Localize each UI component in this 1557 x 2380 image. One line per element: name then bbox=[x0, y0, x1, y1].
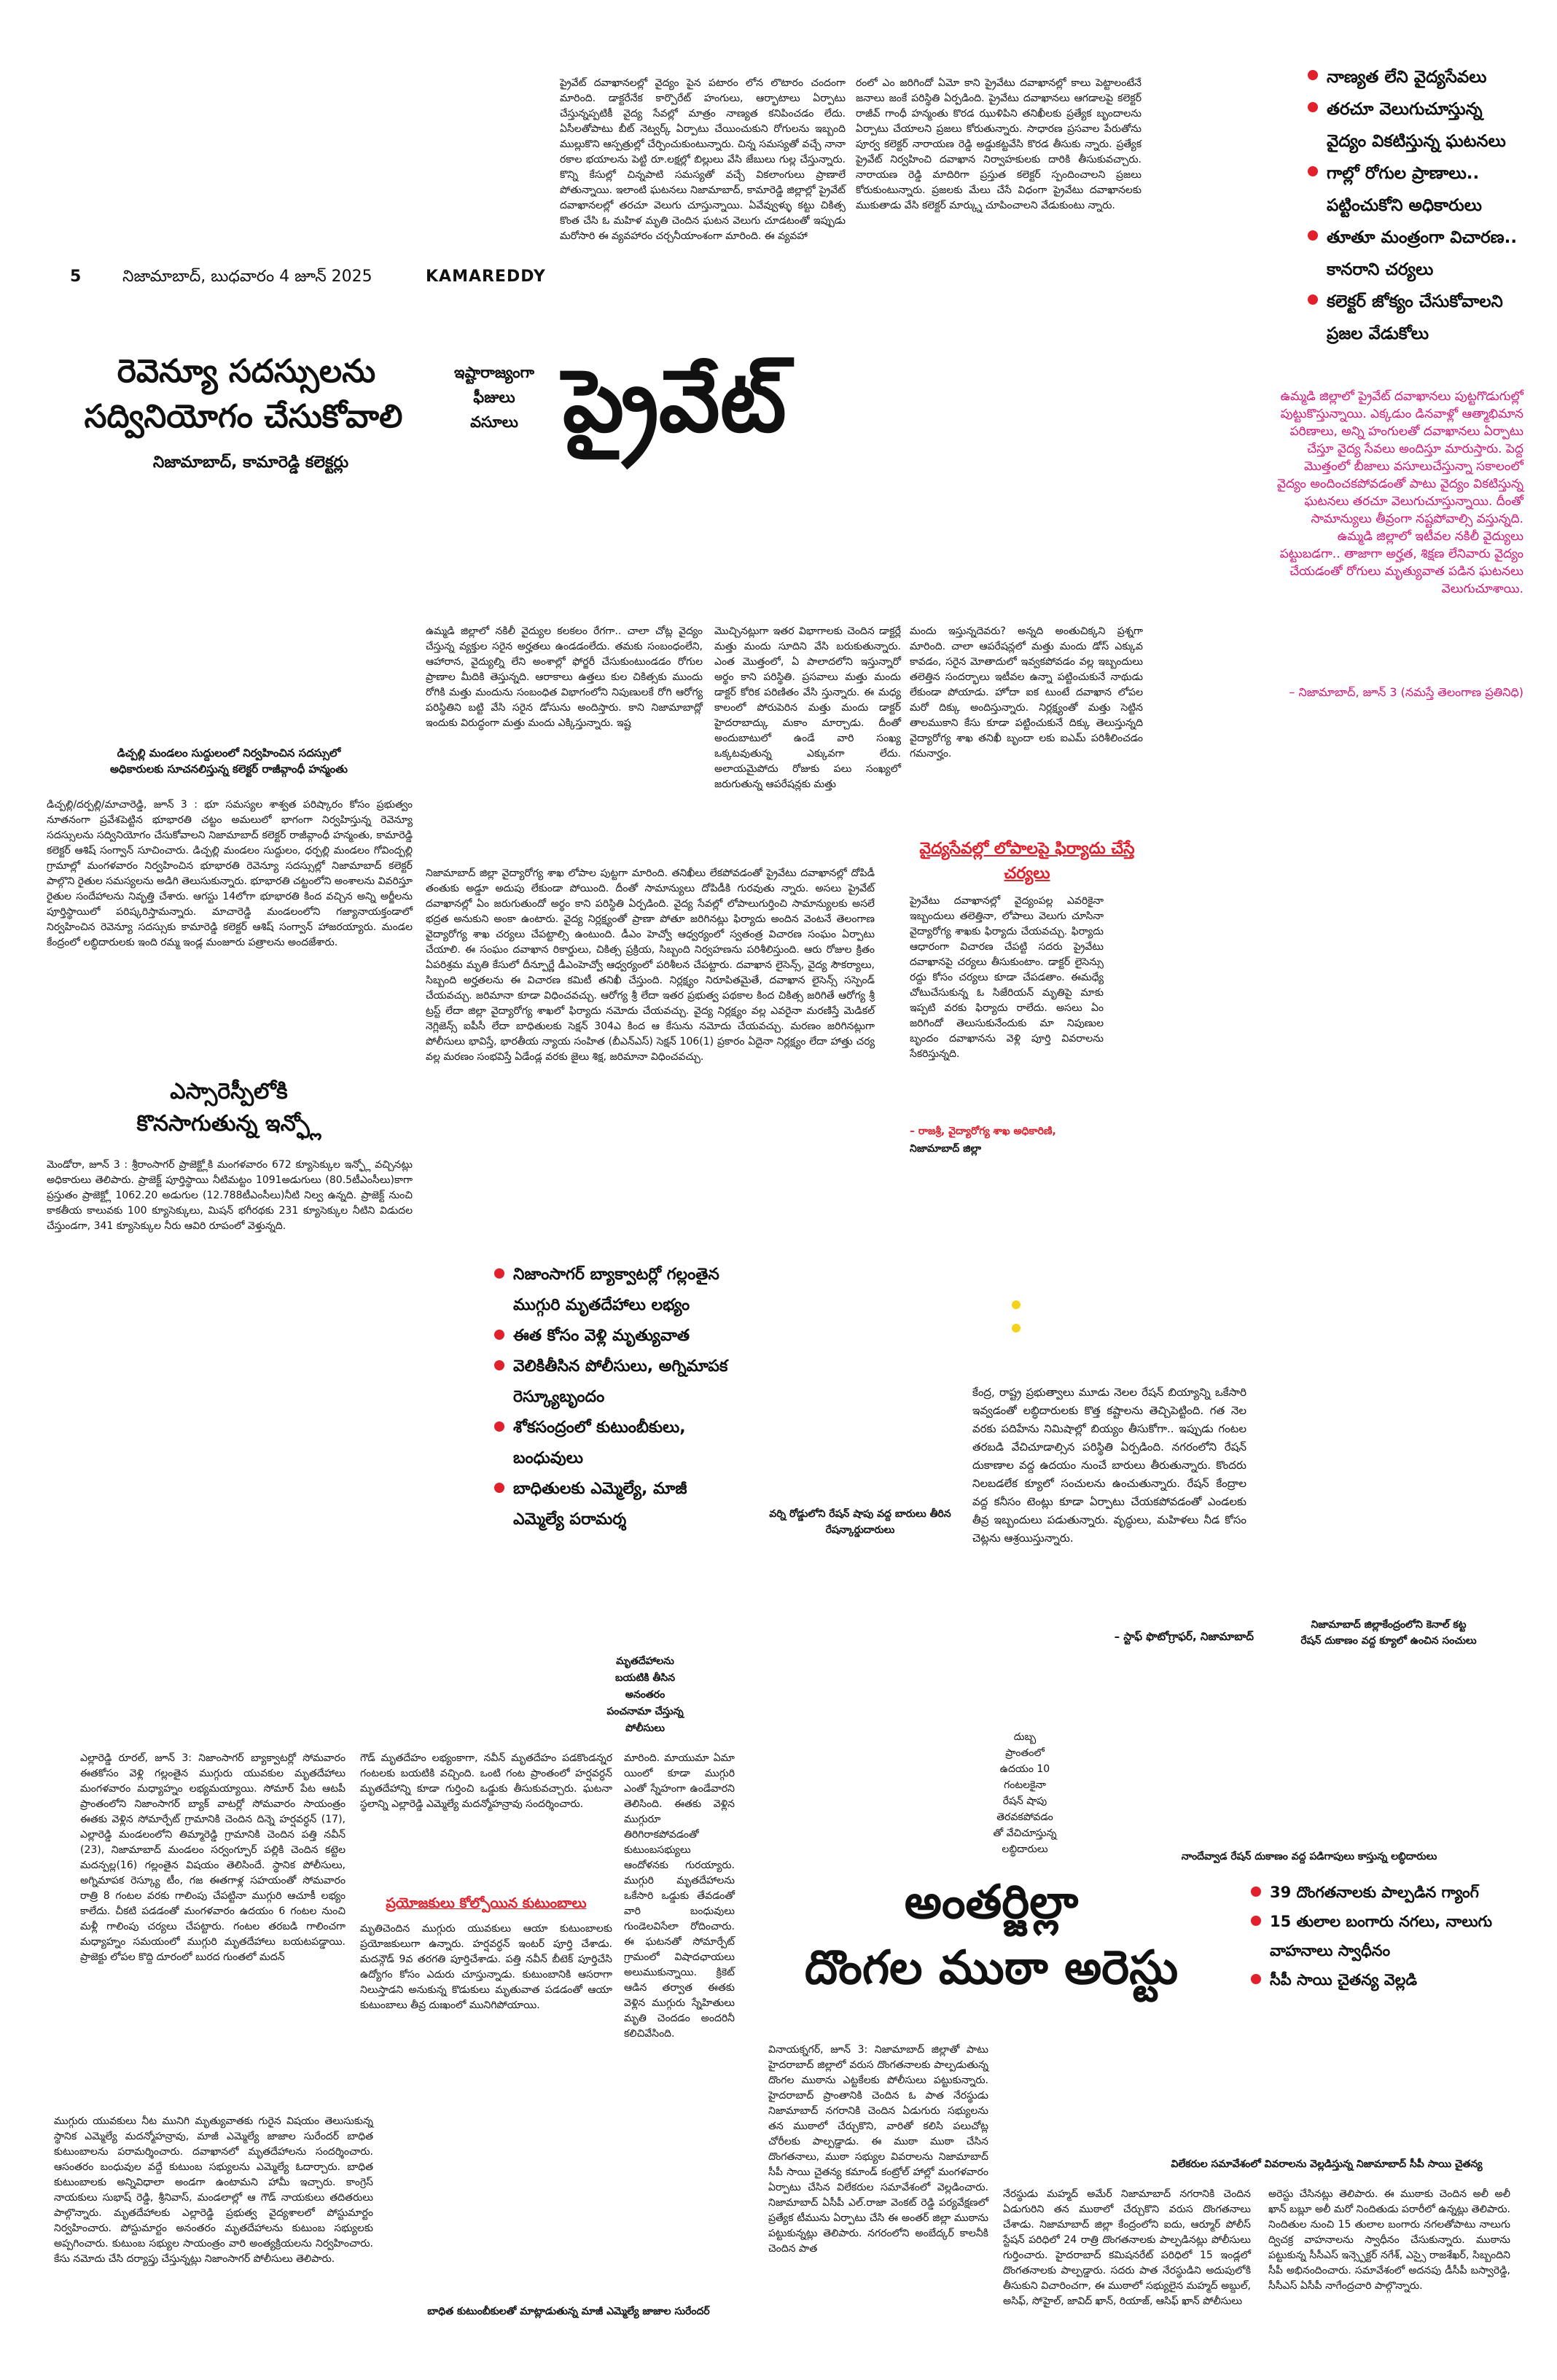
caption-line: పోలీసులు bbox=[625, 1722, 665, 1734]
nizamsagar-bullet: ఈత కోసం వెళ్లి మృత్యువాత bbox=[491, 1321, 732, 1351]
ration-right-caption: నిజామాబాద్ జిల్లాకేంద్రంలోని కెనాల్ కట్ట… bbox=[1254, 1617, 1523, 1649]
quote-name: – రాజశ్రీ, వైద్యారోగ్య శాఖ అధికారిణి, bbox=[910, 1125, 1056, 1137]
caption-line: పంచనామా చేస్తున్న bbox=[606, 1706, 684, 1717]
sidebar-bullet: తూతూ మంత్రంగా విచారణ.. కానరాని చర్యలు bbox=[1305, 222, 1521, 286]
thieves-bullet: 15 తులాల బంగారు నగలు, నాలుగు వాహనాలు స్వ… bbox=[1248, 1907, 1525, 1965]
srsp-headline-line-2: కొనసాగుతున్న ఇన్ఫ్లో bbox=[136, 1111, 321, 1136]
nizamsagar-subhead: ప్రయోజకులు కోల్పోయిన కుటుంబాలు bbox=[386, 1895, 587, 1911]
private-body-mid-1: ఉమ్మడి జిల్లాలో నకిలీ వైద్యుల కలకలం రేగగ… bbox=[426, 625, 706, 729]
ration-credit: – స్టాఫ్ ఫొటోగ్రాఫర్, నిజామాబాద్ bbox=[1114, 1630, 1254, 1643]
caption-line: ఉదయం 10 bbox=[999, 1763, 1050, 1775]
quote-attribution: – రాజశ్రీ, వైద్యారోగ్య శాఖ అధికారిణి, ని… bbox=[910, 1123, 1143, 1158]
nanded-caption: నాందేవ్వాడ రేషన్ దుకాణం వద్ద పడిగాపులు క… bbox=[1181, 1851, 1437, 1862]
private-sidebar-bullets: నాణ్యత లేని వైద్యసేవలు తరచూ వెలుగుచూస్తు… bbox=[1305, 61, 1521, 350]
nizamsagar-bullets: నిజాంసాగర్ బ్యాక్వాటర్లో గల్లంతైన ముగ్గు… bbox=[491, 1260, 732, 1535]
caption-line: అనంతరం bbox=[625, 1689, 666, 1701]
caption-line: లబ్ధిదారులు bbox=[1002, 1843, 1048, 1855]
kicker-line: వసూలు bbox=[470, 413, 518, 431]
srsp-headline-line-1: ఎస్సారెస్పీలోకి bbox=[170, 1079, 288, 1104]
private-kicker: ఇష్టారాజ్యంగా ఫీజులు వసూలు bbox=[436, 360, 553, 434]
caption-line: రేషన్కార్డుదారులు bbox=[825, 1524, 895, 1536]
ration-left-caption: వర్ని రోడ్డులోని రేషన్ షాపు వద్ద బారులు … bbox=[722, 1506, 999, 1538]
private-body-mid-3: మందు ఇస్తున్నదెవరు? అన్నది అంతుచిక్కని ప… bbox=[910, 625, 1147, 760]
private-sidebar-summary: ఉమ్మడి జిల్లాలో ప్రైవేట్ దవాఖానలు పుట్టగ… bbox=[1276, 389, 1523, 596]
page-number: 5 bbox=[70, 268, 82, 286]
edition-label: KAMAREDDY bbox=[426, 268, 546, 286]
caption-line: అధికారులకు సూచనలిస్తున్న కలెక్టర్ రాజీవ్… bbox=[110, 762, 348, 776]
nizamsagar-photo-caption: మృతదేహాలను బయటికి తీసిన అనంతరం పంచనామా చ… bbox=[576, 1653, 714, 1737]
sidebar-bullet: కలెక్టర్ జోక్యం చేసుకోవాలని ప్రజల వేడుకో… bbox=[1305, 286, 1521, 350]
decor-dot bbox=[1012, 1300, 1021, 1309]
private-body-top-2: రంలో ఎం జరిగిందో ఏమో కాని ప్రైవేటు దవాఖా… bbox=[856, 77, 1145, 211]
caption-line: బయటికి తీసిన bbox=[614, 1672, 676, 1684]
thieves-headline-line-1: అంతర్జిల్లా bbox=[904, 1876, 1079, 1930]
sidebar-bullet: నాణ్యత లేని వైద్యసేవలు bbox=[1305, 61, 1521, 93]
thieves-body-1: వినాయక్నగర్, జూన్ 3: నిజామాబాద్ జిల్లాతో… bbox=[768, 2044, 992, 2255]
revenue-headline-line-1: రెవెన్యూ సదస్సులను bbox=[117, 353, 376, 390]
thieves-bullet: సీపీ సాయి చైతన్య వెల్లడి bbox=[1248, 1965, 1525, 1994]
nizamsagar-bullet: శోకసంద్రంలో కుటుంబీకులు, బంధువులు bbox=[491, 1413, 732, 1474]
caption-line: డిచ్పల్లి మండలం సుద్దులంలో నిర్వహించిన స… bbox=[117, 746, 341, 760]
srsp-body: మెండోరా, జూన్ 3 : శ్రీరాంసాగర్ ప్రాజెక్ట… bbox=[47, 1159, 416, 1232]
nizamsagar-bullet: నిజాంసాగర్ బ్యాక్వాటర్లో గల్లంతైన ముగ్గు… bbox=[491, 1260, 732, 1321]
nizamsagar-bullet: వెలికితీసిన పోలీసులు, అగ్నిమాపక రెస్క్యూ… bbox=[491, 1351, 732, 1413]
revenue-photo-caption: డిచ్పల్లి మండలం సుద్దులంలో నిర్వహించిన స… bbox=[47, 745, 411, 777]
revenue-headline-line-2: సద్వినియోగం చేసుకోవాలి bbox=[84, 398, 403, 435]
private-body-mid-2: మొచ్చినట్లుగా ఇతర విభాగాలకు చెందిన డాక్ట… bbox=[714, 625, 905, 790]
sidebar-bullet: తరచూ వెలుగుచూస్తున్న వైద్యం వికటిస్తున్న… bbox=[1305, 93, 1521, 157]
nizamsagar-body-2: గౌడ్ మృతదేహం లభ్యంకాగా, నవీన్ మృతదేహం పడ… bbox=[360, 1752, 616, 1810]
private-subhead: వైద్యసేవల్లో లోపాలపై ఫిర్యాదు చేస్తే చర్… bbox=[919, 840, 1135, 883]
nizamsagar-bullet: బాధితులకు ఎమ్మెల్యే, మాజీ ఎమ్మెల్యే పరామ… bbox=[491, 1474, 732, 1535]
caption-line: వర్ని రోడ్డులోని రేషన్ షాపు వద్ద బారులు … bbox=[769, 1508, 951, 1520]
caption-line: రేషన్ దుకాణం వద్ద క్యూలో ఉంచిన సంచులు bbox=[1300, 1635, 1477, 1647]
thieves-headline-line-2: దొంగల ముఠా అరెస్టు bbox=[804, 1941, 1179, 1995]
kicker-line: ఇష్టారాజ్యంగా bbox=[454, 364, 534, 381]
private-subhead-body: ప్రైవేటు దవాఖానల్లో వైద్యంపల్ల ఎవరికైనా … bbox=[910, 895, 1107, 1060]
nizamsagar-condolence: ముగ్గురు యువకులు నీట మునిగి మృత్యువాతకు … bbox=[54, 2115, 377, 2265]
private-body-bottom: నిజామాబాద్ జిల్లా వైద్యారోగ్య శాఖ లోపాల … bbox=[426, 867, 878, 1063]
thieves-body-3: అరెస్టు చేసినట్లు తెలిపారు. ఈ ముఠాకు చెం… bbox=[1268, 2188, 1514, 2292]
caption-line: ప్రాంతంలో bbox=[1005, 1747, 1045, 1759]
thieves-bullet: 39 దొంగతనాలకు పాల్పడిన గ్యాంగ్ bbox=[1248, 1878, 1525, 1907]
private-headline: ప్రైవేట్ bbox=[563, 351, 787, 451]
thieves-photo-caption: విలేకరుల సమావేశంలో వివరాలను వెల్లడిస్తున… bbox=[1171, 2158, 1483, 2170]
ration-mid-caption: దుబ్బ ప్రాంతంలో ఉదయం 10 గంటలకైనా రేషన్ ష… bbox=[981, 1729, 1069, 1857]
revenue-byline: నిజామాబాద్, కామారెడ్డి కలెక్టర్లు bbox=[152, 453, 349, 472]
kicker-line: ఫీజులు bbox=[473, 389, 515, 406]
caption-line: నిజామాబాద్ జిల్లాకేంద్రంలోని కెనాల్ కట్ట bbox=[1311, 1619, 1467, 1631]
caption-line: తెరవకపోవడం bbox=[996, 1811, 1053, 1823]
caption-line: గంటలకైనా bbox=[1004, 1779, 1046, 1791]
caption-line: రేషన్ షాపు bbox=[1002, 1795, 1047, 1807]
caption-line: మృతదేహాలను bbox=[616, 1655, 674, 1667]
thieves-body-2: నేరస్థుడు మహ్మద్ అమేర్ నిజామాబాద్ నగరాని… bbox=[1003, 2188, 1254, 2307]
thieves-bullets: 39 దొంగతనాలకు పాల్పడిన గ్యాంగ్ 15 తులాల … bbox=[1248, 1878, 1525, 1994]
ration-body: కేంద్ర, రాష్ట్ర ప్రభుత్వాలు మూడు నెలల రే… bbox=[972, 1386, 1250, 1545]
nizamsagar-body-3: మృతిచెందిన ముగ్గురు యువకులు ఆయా కుటుంబాల… bbox=[360, 1923, 616, 2011]
revenue-body: డిచ్పల్లి/దర్పల్లి/మాచారెడ్డి, జూన్ 3 : … bbox=[47, 799, 416, 948]
nizamsagar-body-1: ఎల్లారెడ్డి రూరల్, జూన్ 3: నిజాంసాగర్ బ్… bbox=[80, 1752, 349, 1963]
private-body-top-1: ప్రైవేట్ దవాఖానలల్లో వైద్యం పైన పటారం లో… bbox=[560, 77, 849, 242]
caption-line: తో వేచిచూస్తున్న bbox=[993, 1827, 1057, 1839]
quote-place: నిజామాబాద్ జిల్లా bbox=[910, 1143, 982, 1155]
decor-dot bbox=[1012, 1324, 1021, 1333]
caption-line: దుబ్బ bbox=[1013, 1731, 1037, 1743]
nizamsagar-bottom-caption: బాధిత కుటుంబీకులతో మాట్లాడుతున్న మాజీ ఎమ… bbox=[427, 2306, 710, 2317]
dateline: నిజామాబాద్, బుధవారం 4 జూన్ 2025 bbox=[122, 268, 372, 286]
sidebar-bullet: గాల్లో రోగుల ప్రాణాలు.. పట్టించుకోని అధి… bbox=[1305, 157, 1521, 222]
nizamsagar-body-4: మారింది. మాయుమా ఏమా యింలో కూడా ముగ్గురి … bbox=[624, 1752, 738, 2040]
private-sidebar-credit: – నిజామాబాద్, జూన్ 3 (నమస్తే తెలంగాణ ప్ర… bbox=[1289, 685, 1523, 699]
